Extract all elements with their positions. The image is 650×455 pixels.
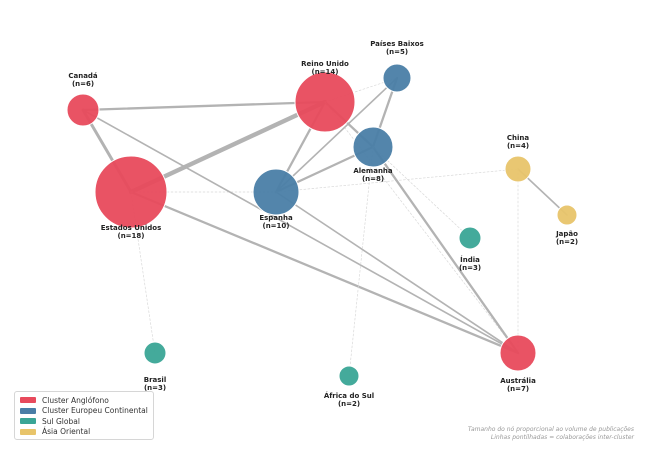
node-count-japao: (n=2)	[556, 238, 578, 246]
legend-label: Sul Global	[42, 416, 80, 426]
node-canada[interactable]	[66, 93, 100, 127]
legend-item-south: Sul Global	[20, 416, 148, 427]
nodes-layer	[66, 63, 578, 387]
node-label-africa_do_sul: África do Sul	[324, 391, 374, 400]
edge-espanha-paises_baixos	[275, 77, 398, 193]
node-label-estados_unidos: Estados Unidos	[101, 224, 162, 232]
legend-swatch-south	[20, 418, 36, 425]
node-label-japao: Japão	[555, 230, 578, 238]
node-alemanha[interactable]	[352, 126, 394, 168]
node-espanha[interactable]	[252, 168, 300, 216]
node-label-canada: Canadá	[68, 72, 98, 80]
legend-swatch-european	[20, 407, 36, 414]
node-africa_do_sul[interactable]	[338, 365, 360, 387]
edge-espanha-australia	[275, 191, 519, 354]
legend-item-anglophone: Cluster Anglófono	[20, 395, 148, 406]
node-reino_unido[interactable]	[294, 71, 356, 133]
edge-estados_unidos-australia	[129, 190, 520, 355]
node-japao[interactable]	[556, 204, 578, 226]
legend-label: Cluster Anglófono	[42, 395, 109, 405]
node-count-india: (n=3)	[459, 264, 481, 272]
footnote: Tamanho do nó proporcional ao volume de …	[468, 426, 634, 442]
node-count-reino_unido: (n=14)	[312, 68, 339, 76]
node-count-brasil: (n=3)	[144, 384, 166, 392]
node-count-paises_baixos: (n=5)	[386, 48, 408, 56]
edge-canada-reino_unido	[81, 100, 327, 112]
legend-item-european: Cluster Europeu Continental	[20, 406, 148, 417]
node-count-australia: (n=7)	[507, 385, 529, 393]
legend-label: Cluster Europeu Continental	[42, 406, 148, 416]
node-count-china: (n=4)	[507, 142, 529, 150]
node-count-alemanha: (n=8)	[362, 175, 384, 183]
footnote-line-1: Tamanho do nó proporcional ao volume de …	[467, 426, 634, 433]
node-brasil[interactable]	[143, 341, 167, 365]
node-paises_baixos[interactable]	[382, 63, 412, 93]
node-count-espanha: (n=10)	[263, 222, 290, 230]
node-count-canada: (n=6)	[72, 80, 94, 88]
node-label-australia: Austrália	[500, 377, 536, 385]
edge-alemanha-australia	[371, 145, 520, 355]
node-count-estados_unidos: (n=18)	[118, 232, 145, 240]
node-label-china: China	[507, 134, 530, 142]
node-australia[interactable]	[499, 334, 537, 372]
edge-alemanha-india	[372, 146, 471, 239]
legend-item-asia: Ásia Oriental	[20, 427, 148, 438]
footnote-line-2: Linhas pontilhadas = colaborações inter-…	[490, 434, 634, 441]
legend: Cluster Anglófono Cluster Europeu Contin…	[14, 391, 154, 440]
edge-alemanha-africa_do_sul	[348, 146, 374, 377]
node-label-paises_baixos: Países Baixos	[370, 40, 424, 48]
node-label-alemanha: Alemanha	[353, 167, 393, 175]
legend-swatch-asia	[20, 428, 36, 435]
edge-canada-australia	[82, 109, 519, 354]
node-label-brasil: Brasil	[144, 376, 166, 384]
node-count-africa_do_sul: (n=2)	[338, 400, 360, 408]
labels-layer: Estados Unidos(n=18) Reino Unido(n=14) Esp…	[68, 40, 578, 408]
node-label-india: Índia	[460, 255, 480, 264]
node-label-reino_unido: Reino Unido	[301, 60, 349, 68]
node-label-espanha: Espanha	[259, 214, 293, 222]
legend-swatch-anglophone	[20, 397, 36, 404]
edge-estados_unidos-brasil	[130, 191, 156, 354]
node-india[interactable]	[458, 226, 482, 250]
node-estados_unidos[interactable]	[94, 155, 168, 229]
node-china[interactable]	[504, 155, 532, 183]
legend-label: Ásia Oriental	[42, 427, 91, 437]
